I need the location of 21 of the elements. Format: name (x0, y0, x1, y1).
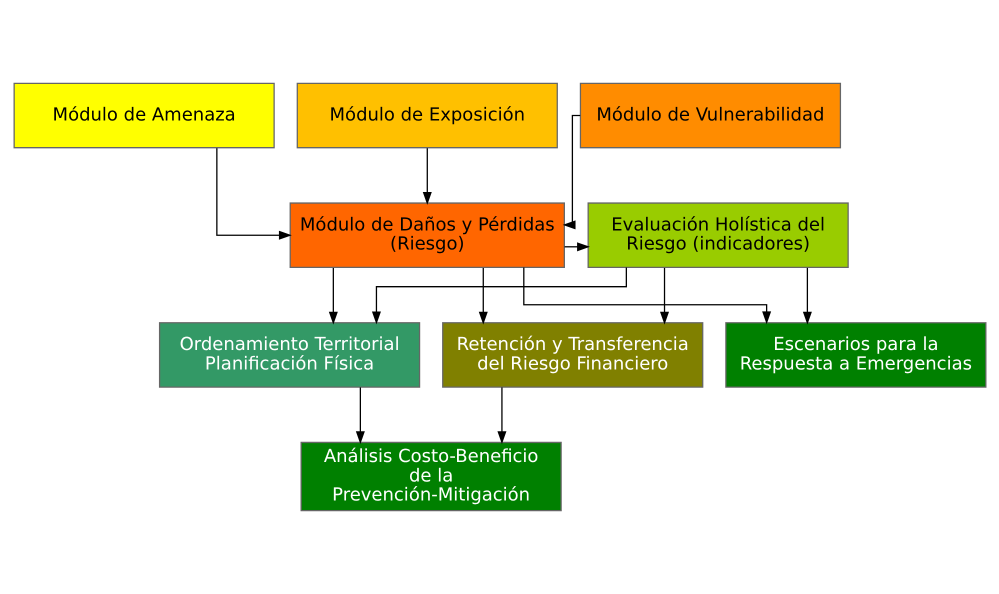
arrow (355, 388, 364, 444)
arrow (478, 268, 488, 325)
arrow (216, 148, 292, 240)
arrow (328, 268, 338, 325)
arrow (371, 268, 626, 324)
arrow (802, 268, 812, 325)
node-box: Módulo de Exposición (296, 82, 558, 148)
node-box: Escenarios para la Respuesta a Emergencias (724, 322, 986, 388)
node-box: Módulo de Vulnerabilidad (579, 82, 841, 148)
node-box: Ordenamiento Territorial Planificación Física (158, 322, 420, 388)
arrow (562, 114, 580, 230)
node-box: Retención y Transferencia del Riesgo Financiero (442, 322, 703, 388)
arrow (564, 242, 590, 252)
arrow (660, 268, 669, 325)
node-box: Módulo de Daños y Pérdidas (Riesgo) (289, 202, 564, 268)
node-box: Módulo de Amenaza (13, 82, 274, 148)
arrow (496, 388, 506, 444)
arrow (522, 268, 771, 324)
arrow (422, 148, 432, 205)
node-box: Evaluación Holística del Riesgo (indicadores) (587, 202, 848, 268)
node-box: Análisis Costo-Beneficio de la Prevención-Mitigación (300, 442, 562, 512)
